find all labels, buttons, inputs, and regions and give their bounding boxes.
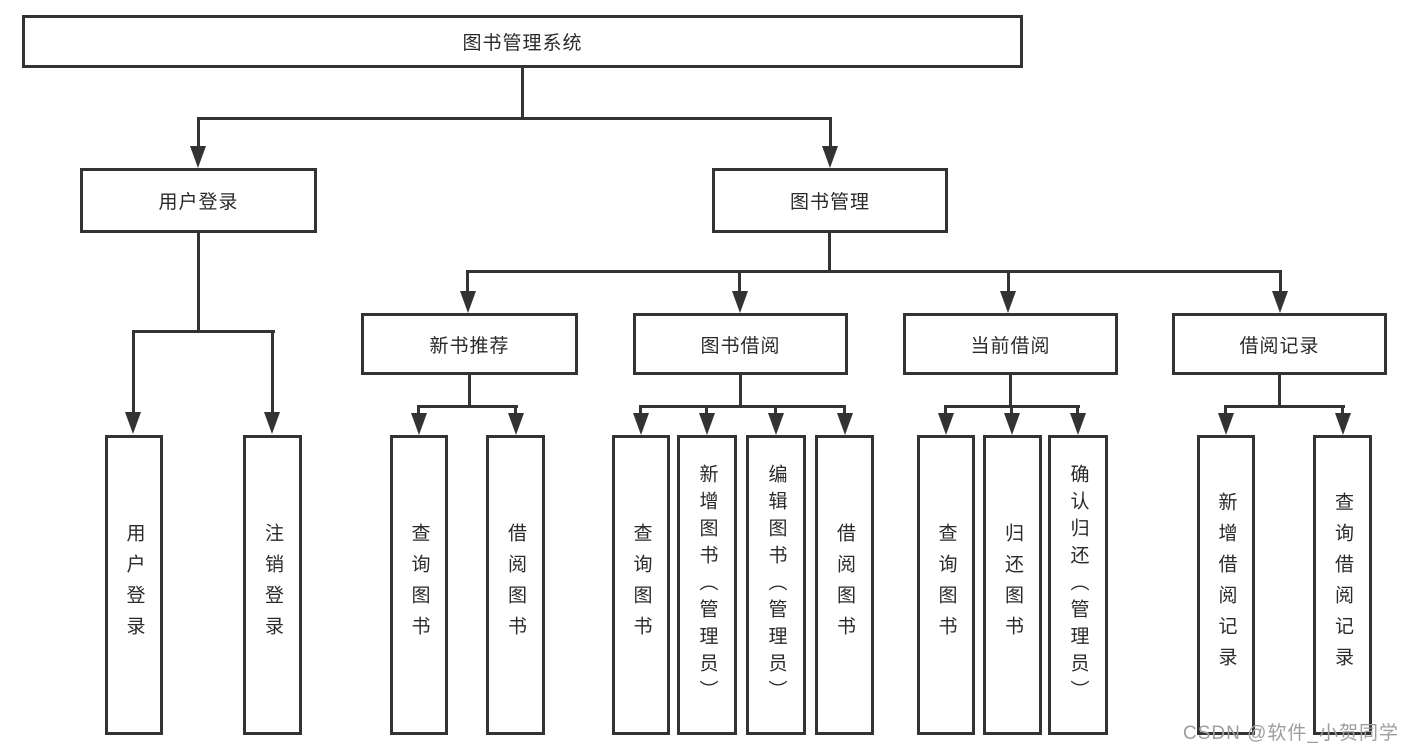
connector-line — [639, 405, 846, 408]
connector-line — [132, 330, 135, 413]
leaf-query-book-recommend: 查询图书 — [390, 435, 448, 735]
leaf-label: 查询图书 — [935, 523, 957, 647]
connector-line — [705, 405, 708, 417]
arrow-down-icon — [264, 412, 280, 434]
connector-line — [468, 375, 471, 408]
leaf-label: 新增图书（管理员） — [696, 463, 718, 707]
connector-line — [1278, 375, 1281, 408]
arrow-down-icon — [1272, 291, 1288, 313]
leaf-logout: 注销登录 — [243, 435, 302, 735]
connector-line — [417, 405, 518, 408]
leaf-label: 用户登录 — [123, 523, 145, 647]
leaf-label: 查询图书 — [408, 523, 430, 647]
connector-line — [514, 405, 517, 417]
arrow-down-icon — [837, 413, 853, 435]
arrow-down-icon — [1004, 413, 1020, 435]
arrow-down-icon — [633, 413, 649, 435]
node-user-login: 用户登录 — [80, 168, 317, 233]
leaf-label: 借阅图书 — [834, 523, 855, 647]
arrow-down-icon — [1000, 291, 1016, 313]
connector-line — [739, 375, 742, 408]
leaf-label: 注销登录 — [262, 523, 283, 647]
arrow-down-icon — [411, 413, 427, 435]
leaf-edit-book-admin: 编辑图书（管理员） — [746, 435, 806, 735]
node-book-management: 图书管理 — [712, 168, 948, 233]
node-book-borrow: 图书借阅 — [633, 313, 848, 375]
arrow-down-icon — [768, 413, 784, 435]
node-borrow-records: 借阅记录 — [1172, 313, 1387, 375]
connector-line — [639, 405, 642, 417]
arrow-down-icon — [1218, 413, 1234, 435]
connector-line — [466, 270, 469, 292]
arrow-down-icon — [822, 146, 838, 168]
connector-line — [829, 117, 832, 147]
leaf-label: 查询图书 — [630, 523, 652, 647]
arrow-down-icon — [938, 413, 954, 435]
leaf-confirm-return-admin: 确认归还（管理员） — [1048, 435, 1108, 735]
connector-line — [1279, 270, 1282, 292]
node-new-book-recommend: 新书推荐 — [361, 313, 578, 375]
arrow-down-icon — [699, 413, 715, 435]
leaf-query-borrow-record: 查询借阅记录 — [1313, 435, 1372, 735]
connector-line — [1010, 405, 1013, 417]
leaf-label: 确认归还（管理员） — [1067, 463, 1089, 707]
connector-line — [828, 233, 831, 273]
arrow-down-icon — [732, 291, 748, 313]
connector-line — [1076, 405, 1079, 417]
leaf-label: 查询借阅记录 — [1332, 492, 1353, 678]
connector-line — [1009, 375, 1012, 408]
connector-line — [1224, 405, 1227, 417]
connector-line — [521, 68, 524, 118]
connector-line — [774, 405, 777, 417]
leaf-label: 归还图书 — [1002, 523, 1023, 647]
leaf-borrow-book-recommend: 借阅图书 — [486, 435, 545, 735]
connector-line — [417, 405, 420, 417]
node-current-borrow: 当前借阅 — [903, 313, 1118, 375]
arrow-down-icon — [1070, 413, 1086, 435]
arrow-down-icon — [508, 413, 524, 435]
connector-line — [197, 117, 200, 147]
connector-line — [1341, 405, 1344, 417]
arrow-down-icon — [190, 146, 206, 168]
connector-line — [944, 405, 947, 417]
leaf-label: 借阅图书 — [505, 523, 526, 647]
leaf-borrow-book: 借阅图书 — [815, 435, 874, 735]
connector-line — [197, 233, 200, 333]
connector-line — [738, 270, 741, 292]
csdn-watermark: CSDN @软件_小贺同学 — [1183, 723, 1399, 744]
leaf-label: 新增借阅记录 — [1215, 492, 1237, 678]
connector-line — [197, 117, 832, 120]
leaf-label: 编辑图书（管理员） — [765, 463, 787, 707]
connector-line — [271, 330, 274, 413]
leaf-query-book-borrow: 查询图书 — [612, 435, 670, 735]
connector-line — [843, 405, 846, 417]
arrow-down-icon — [460, 291, 476, 313]
arrow-down-icon — [1335, 413, 1351, 435]
leaf-query-book-current: 查询图书 — [917, 435, 975, 735]
connector-line — [1224, 405, 1345, 408]
leaf-add-borrow-record: 新增借阅记录 — [1197, 435, 1255, 735]
leaf-return-book: 归还图书 — [983, 435, 1042, 735]
leaf-user-login: 用户登录 — [105, 435, 163, 735]
leaf-add-book-admin: 新增图书（管理员） — [677, 435, 737, 735]
arrow-down-icon — [125, 412, 141, 434]
node-root: 图书管理系统 — [22, 15, 1023, 68]
connector-line — [1007, 270, 1010, 292]
connector-line — [132, 330, 275, 333]
connector-line — [466, 270, 1282, 273]
